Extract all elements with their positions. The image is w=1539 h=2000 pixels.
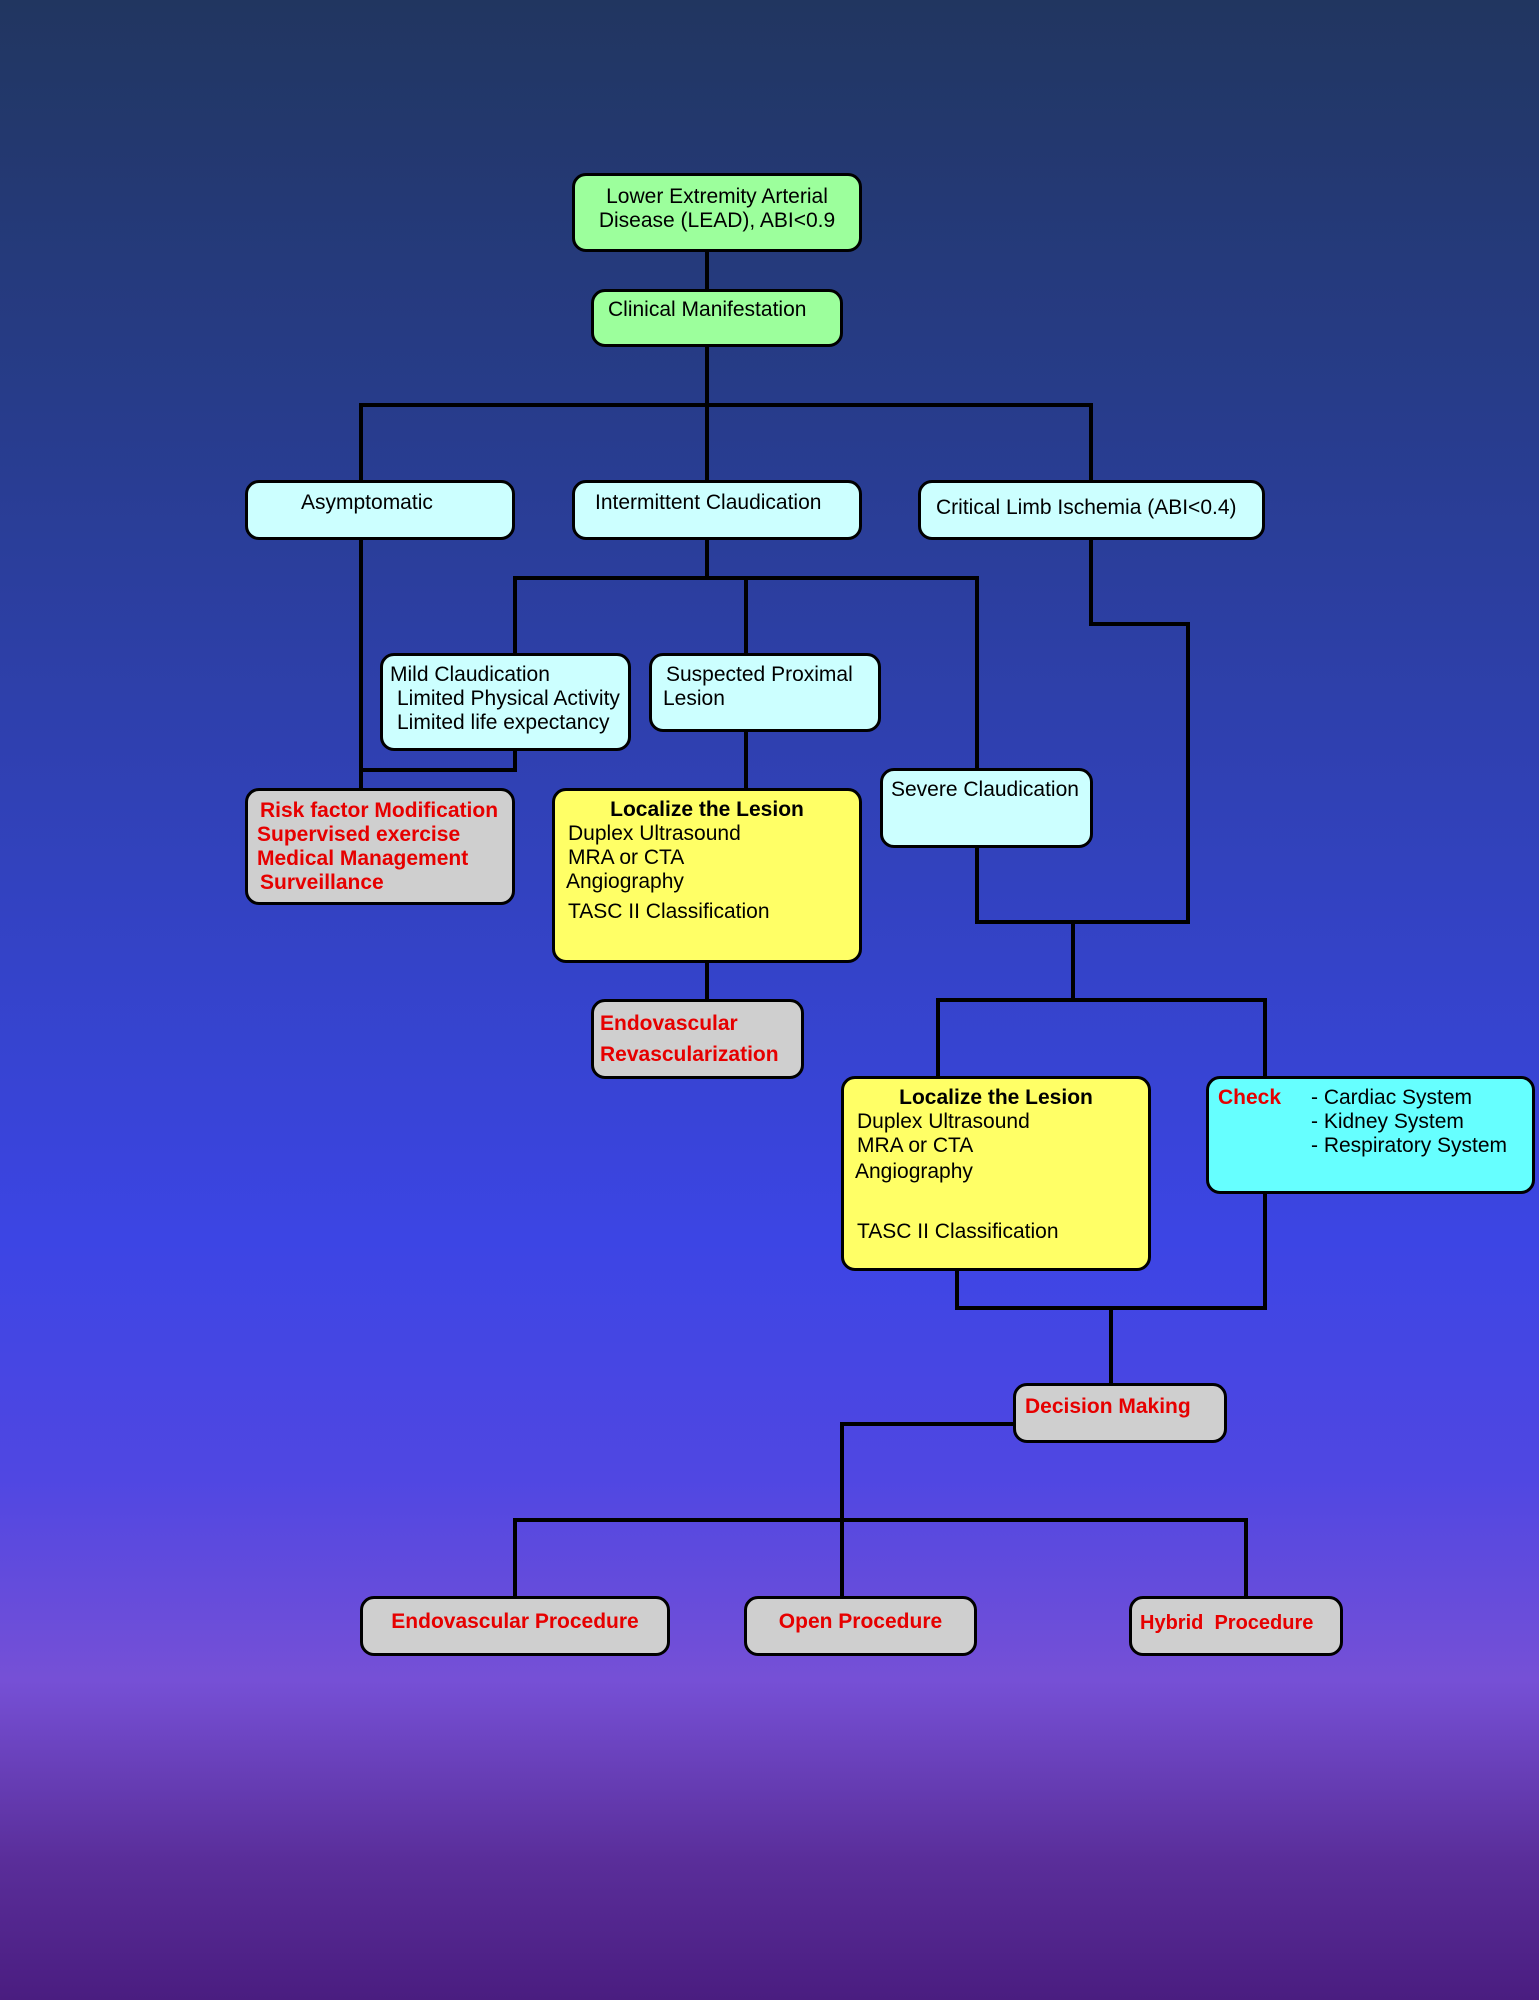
- lead-root-line1: Lower Extremity Arterial: [606, 185, 828, 208]
- endovascular-revascularization-node: Endovascular Revascularization: [591, 999, 804, 1079]
- asymptomatic-label: Asymptomatic: [301, 491, 433, 514]
- mild-claudication-line3: Limited life expectancy: [397, 711, 610, 734]
- decision-making-label: Decision Making: [1025, 1395, 1191, 1418]
- mild-claudication-node: Mild Claudication Limited Physical Activ…: [380, 653, 631, 751]
- suspected-proximal-line2: Lesion: [663, 687, 725, 710]
- localize-lesion-2-line3: Angiography: [855, 1160, 973, 1183]
- endovascular-procedure-node: Endovascular Procedure: [360, 1596, 670, 1656]
- check-item-kidney: - Kidney System: [1311, 1110, 1464, 1133]
- critical-limb-ischemia-label: Critical Limb Ischemia (ABI<0.4): [936, 496, 1237, 519]
- check-item-respiratory: - Respiratory System: [1311, 1134, 1508, 1157]
- risk-factor-line1: Risk factor Modification: [260, 799, 499, 822]
- localize-lesion-2-line2: MRA or CTA: [857, 1134, 974, 1157]
- intermittent-claudication-label: Intermittent Claudication: [595, 491, 822, 514]
- lead-root-node: Lower Extremity Arterial Disease (LEAD),…: [572, 173, 862, 252]
- check-label: Check: [1218, 1086, 1282, 1109]
- check-systems-list: - Cardiac System - Kidney System - Respi…: [1311, 1086, 1507, 1158]
- clinical-manifestation-node: Clinical Manifestation: [591, 289, 843, 347]
- localize-lesion-2-line1: Duplex Ultrasound: [857, 1110, 1030, 1133]
- suspected-proximal-line1: Suspected Proximal: [666, 663, 853, 686]
- severe-claudication-label: Severe Claudication: [891, 778, 1079, 801]
- risk-factor-line4: Surveillance: [260, 871, 384, 894]
- localize-lesion-2-line4: TASC II Classification: [857, 1220, 1059, 1243]
- clinical-manifestation-label: Clinical Manifestation: [608, 298, 807, 321]
- hybrid-procedure-label: Hybrid Procedure: [1140, 1612, 1314, 1634]
- endovascular-revasc-line1: Endovascular: [600, 1012, 738, 1035]
- check-systems-node: Check - Cardiac System - Kidney System -…: [1206, 1076, 1535, 1194]
- intermittent-claudication-node: Intermittent Claudication: [572, 480, 862, 540]
- risk-factor-line2: Supervised exercise: [257, 823, 461, 846]
- localize-lesion-1-line4: TASC II Classification: [568, 900, 770, 923]
- open-procedure-label: Open Procedure: [778, 1610, 943, 1633]
- localize-lesion-2-title: Localize the Lesion: [899, 1086, 1093, 1109]
- asymptomatic-node: Asymptomatic: [245, 480, 515, 540]
- localize-lesion-1-line3: Angiography: [566, 870, 684, 893]
- risk-factor-management-node: Risk factor Modification Supervised exer…: [245, 788, 515, 905]
- decision-making-node: Decision Making: [1013, 1383, 1227, 1443]
- check-item-cardiac: - Cardiac System: [1311, 1086, 1473, 1109]
- critical-limb-ischemia-node: Critical Limb Ischemia (ABI<0.4): [918, 480, 1265, 540]
- severe-claudication-node: Severe Claudication: [880, 768, 1093, 848]
- risk-factor-line3: Medical Management: [257, 847, 469, 870]
- localize-lesion-node-1: Localize the Lesion Duplex Ultrasound MR…: [552, 788, 862, 963]
- open-procedure-node: Open Procedure: [744, 1596, 977, 1656]
- lead-root-line2: Disease (LEAD), ABI<0.9: [598, 209, 836, 232]
- mild-claudication-line1: Mild Claudication: [390, 663, 550, 686]
- localize-lesion-1-line1: Duplex Ultrasound: [568, 822, 741, 845]
- suspected-proximal-lesion-node: Suspected Proximal Lesion: [649, 653, 881, 732]
- hybrid-procedure-node: Hybrid Procedure: [1129, 1596, 1343, 1656]
- mild-claudication-line2: Limited Physical Activity: [397, 687, 620, 710]
- endovascular-revasc-line2: Revascularization: [600, 1043, 779, 1066]
- localize-lesion-node-2: Localize the Lesion Duplex Ultrasound MR…: [841, 1076, 1151, 1271]
- localize-lesion-1-title: Localize the Lesion: [610, 798, 804, 821]
- endovascular-procedure-label: Endovascular Procedure: [391, 1610, 639, 1633]
- localize-lesion-1-line2: MRA or CTA: [568, 846, 685, 869]
